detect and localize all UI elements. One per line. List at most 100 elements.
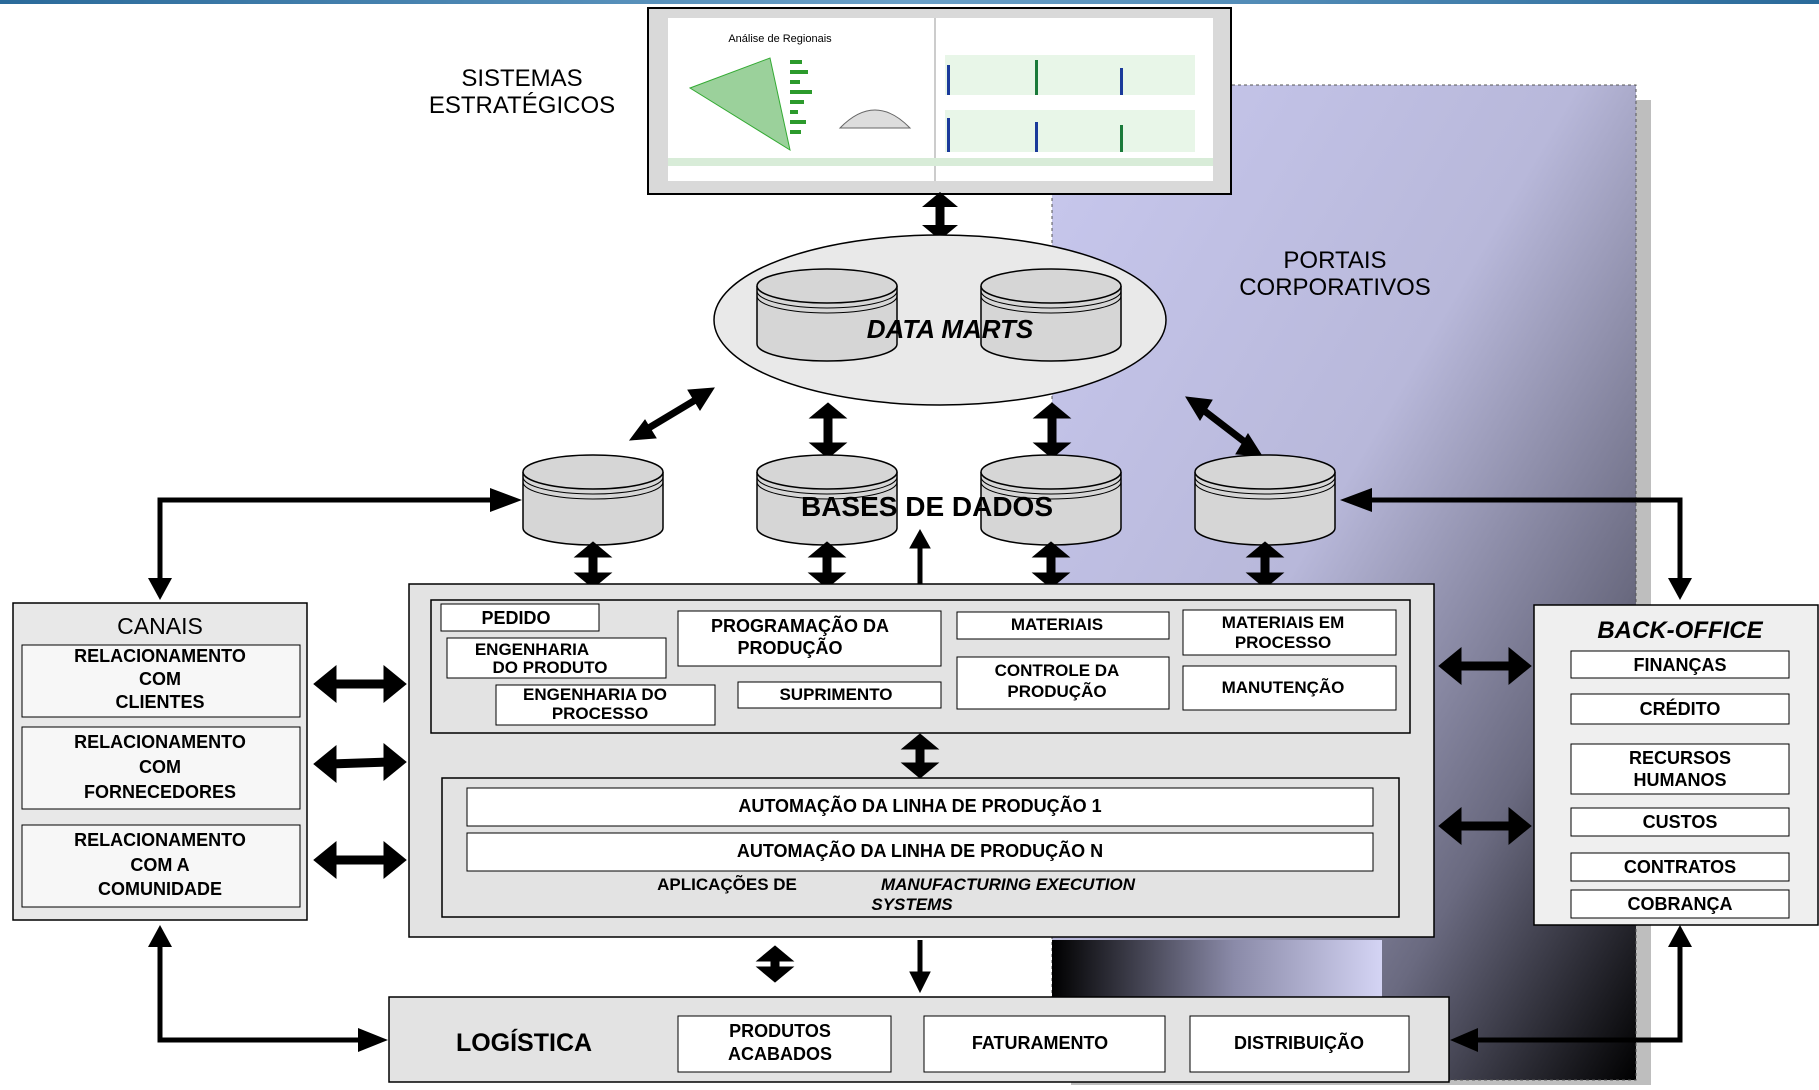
dashboard-title: Análise de Regionais: [728, 33, 832, 45]
databases: BASES DE DADOS: [522, 454, 1336, 546]
box-engenharia-produto: ENGENHARIA DO PRODUTO: [446, 637, 667, 679]
svg-text:MATERIAIS EM: MATERIAIS EM: [1222, 613, 1344, 632]
backoffice-custos: CUSTOS: [1570, 807, 1790, 837]
svg-text:COM: COM: [139, 757, 181, 777]
svg-text:HUMANOS: HUMANOS: [1634, 770, 1727, 790]
portals-label-line2: CORPORATIVOS: [1239, 274, 1431, 301]
channels-panel: CANAIS RELACIONAMENTO COM CLIENTES RELAC…: [12, 602, 308, 921]
arrow-strategic-datamarts: [922, 192, 958, 240]
svg-text:COM A: COM A: [130, 855, 189, 875]
svg-text:PEDIDO: PEDIDO: [481, 608, 550, 628]
backoffice-financas: FINANÇAS: [1570, 650, 1790, 679]
mes-caption-prefix: APLICAÇÕES DE: [657, 874, 797, 894]
connector-backoffice-logistics: [1470, 940, 1683, 1043]
box-manutencao: MANUTENÇÃO: [1182, 665, 1397, 711]
svg-text:FORNECEDORES: FORNECEDORES: [84, 782, 236, 802]
svg-text:PRODUÇÃO: PRODUÇÃO: [737, 637, 842, 658]
connector-database-backoffice: [1362, 497, 1683, 585]
svg-text:ENGENHARIA DO: ENGENHARIA DO: [523, 685, 667, 704]
box-materiais-processo: MATERIAIS EM PROCESSO: [1182, 609, 1397, 656]
mes-caption-italic-2: SYSTEMS: [871, 895, 953, 914]
database-cylinder-4: [1194, 454, 1336, 546]
channels-title: CANAIS: [117, 613, 203, 639]
svg-text:PROCESSO: PROCESSO: [552, 704, 648, 723]
channel-comunidade: RELACIONAMENTO COM A COMUNIDADE: [21, 824, 301, 908]
dashboard-bars-bottom: [945, 110, 1195, 152]
svg-text:FINANÇAS: FINANÇAS: [1634, 655, 1727, 675]
svg-text:COMUNIDADE: COMUNIDADE: [98, 879, 222, 899]
svg-text:PROGRAMAÇÃO DA: PROGRAMAÇÃO DA: [711, 615, 889, 636]
logistics-title: LOGÍSTICA: [456, 1028, 592, 1057]
svg-text:RELACIONAMENTO: RELACIONAMENTO: [74, 646, 246, 666]
logistics-produtos-acabados: PRODUTOS ACABADOS: [677, 1015, 892, 1073]
logistics-faturamento: FATURAMENTO: [923, 1015, 1166, 1073]
mes-line-n: AUTOMAÇÃO DA LINHA DE PRODUÇÃO N: [737, 840, 1103, 861]
strategic-label-line1: SISTEMAS: [461, 65, 582, 92]
backoffice-contratos: CONTRATOS: [1570, 852, 1790, 882]
channel-fornecedores: RELACIONAMENTO COM FORNECEDORES: [21, 726, 301, 810]
svg-text:MANUTENÇÃO: MANUTENÇÃO: [1222, 677, 1345, 697]
svg-text:PRODUÇÃO: PRODUÇÃO: [1007, 681, 1106, 701]
svg-text:PRODUTOS: PRODUTOS: [729, 1021, 831, 1041]
portals-label-line1: PORTAIS: [1283, 247, 1386, 274]
backoffice-cobranca: COBRANÇA: [1570, 889, 1790, 919]
mes-block: AUTOMAÇÃO DA LINHA DE PRODUÇÃO 1 AUTOMAÇ…: [441, 777, 1400, 918]
arrows-channels-core: [313, 664, 407, 880]
top-border: [0, 0, 1819, 4]
box-engenharia-processo: ENGENHARIA DO PROCESSO: [495, 684, 716, 726]
box-pedido: PEDIDO: [440, 603, 600, 632]
strategic-label-line2: ESTRATÉGICOS: [429, 92, 615, 119]
database-cylinder-1: [522, 454, 664, 546]
backoffice-title: BACK-OFFICE: [1597, 617, 1763, 644]
svg-text:RECURSOS: RECURSOS: [1629, 748, 1731, 768]
data-marts-label: DATA MARTS: [867, 314, 1034, 344]
box-programacao-producao: PROGRAMAÇÃO DA PRODUÇÃO: [677, 610, 942, 667]
svg-text:RELACIONAMENTO: RELACIONAMENTO: [74, 732, 246, 752]
backoffice-recursos-humanos: RECURSOS HUMANOS: [1570, 743, 1790, 795]
datamart-cylinder-right: [980, 268, 1122, 362]
logistics-distribuicao: DISTRIBUIÇÃO: [1189, 1015, 1410, 1073]
arrow-core-mes: [900, 733, 940, 779]
box-materiais: MATERIAIS: [956, 611, 1170, 640]
datamart-cylinder-left: [756, 268, 898, 362]
arrows-databases-core: [573, 528, 1285, 589]
database-cylinder-2: [756, 454, 898, 546]
svg-text:DISTRIBUIÇÃO: DISTRIBUIÇÃO: [1234, 1032, 1364, 1053]
svg-text:CUSTOS: CUSTOS: [1643, 812, 1718, 832]
svg-text:MATERIAIS: MATERIAIS: [1011, 615, 1103, 634]
svg-text:FATURAMENTO: FATURAMENTO: [972, 1033, 1108, 1053]
strategic-dashboard-thumbnail: Análise de Regionais: [647, 7, 1232, 195]
arrows-core-backoffice: [1438, 646, 1532, 846]
arrows-datamarts-databases: [628, 387, 1263, 459]
svg-text:ENGENHARIA: ENGENHARIA: [475, 640, 589, 659]
data-marts: DATA MARTS: [713, 234, 1167, 406]
dashboard-bars-top: [945, 55, 1195, 95]
svg-text:CONTRATOS: CONTRATOS: [1624, 857, 1736, 877]
svg-text:CONTROLE DA: CONTROLE DA: [995, 661, 1120, 680]
box-controle-producao: CONTROLE DA PRODUÇÃO: [956, 656, 1170, 710]
mes-line-1: AUTOMAÇÃO DA LINHA DE PRODUÇÃO 1: [738, 795, 1101, 816]
svg-text:CLIENTES: CLIENTES: [115, 692, 204, 712]
svg-text:COM: COM: [139, 669, 181, 689]
backoffice-credito: CRÉDITO: [1570, 693, 1790, 725]
core-applications: PEDIDO ENGENHARIA DO PRODUTO ENGENHARIA …: [408, 583, 1435, 938]
box-suprimento: SUPRIMENTO: [737, 681, 942, 709]
channel-clientes: RELACIONAMENTO COM CLIENTES: [21, 644, 301, 718]
logistics-panel: LOGÍSTICA PRODUTOS ACABADOS FATURAMENTO …: [388, 996, 1450, 1083]
svg-text:CRÉDITO: CRÉDITO: [1640, 698, 1721, 719]
database-cylinder-3: [980, 454, 1122, 546]
connector-channels-logistics: [157, 940, 365, 1043]
mes-caption-italic-1: MANUFACTURING EXECUTION: [881, 875, 1136, 894]
svg-text:COBRANÇA: COBRANÇA: [1628, 894, 1733, 914]
svg-text:ACABADOS: ACABADOS: [728, 1044, 832, 1064]
svg-text:DO PRODUTO: DO PRODUTO: [493, 658, 608, 677]
connector-channels-database: [157, 497, 500, 585]
svg-text:RELACIONAMENTO: RELACIONAMENTO: [74, 830, 246, 850]
svg-text:SUPRIMENTO: SUPRIMENTO: [779, 685, 892, 704]
arrows-core-logistics: [755, 940, 931, 994]
svg-text:PROCESSO: PROCESSO: [1235, 633, 1331, 652]
backoffice-panel: BACK-OFFICE FINANÇAS CRÉDITO RECURSOS HU…: [1533, 604, 1819, 926]
databases-label: BASES DE DADOS: [801, 491, 1053, 522]
